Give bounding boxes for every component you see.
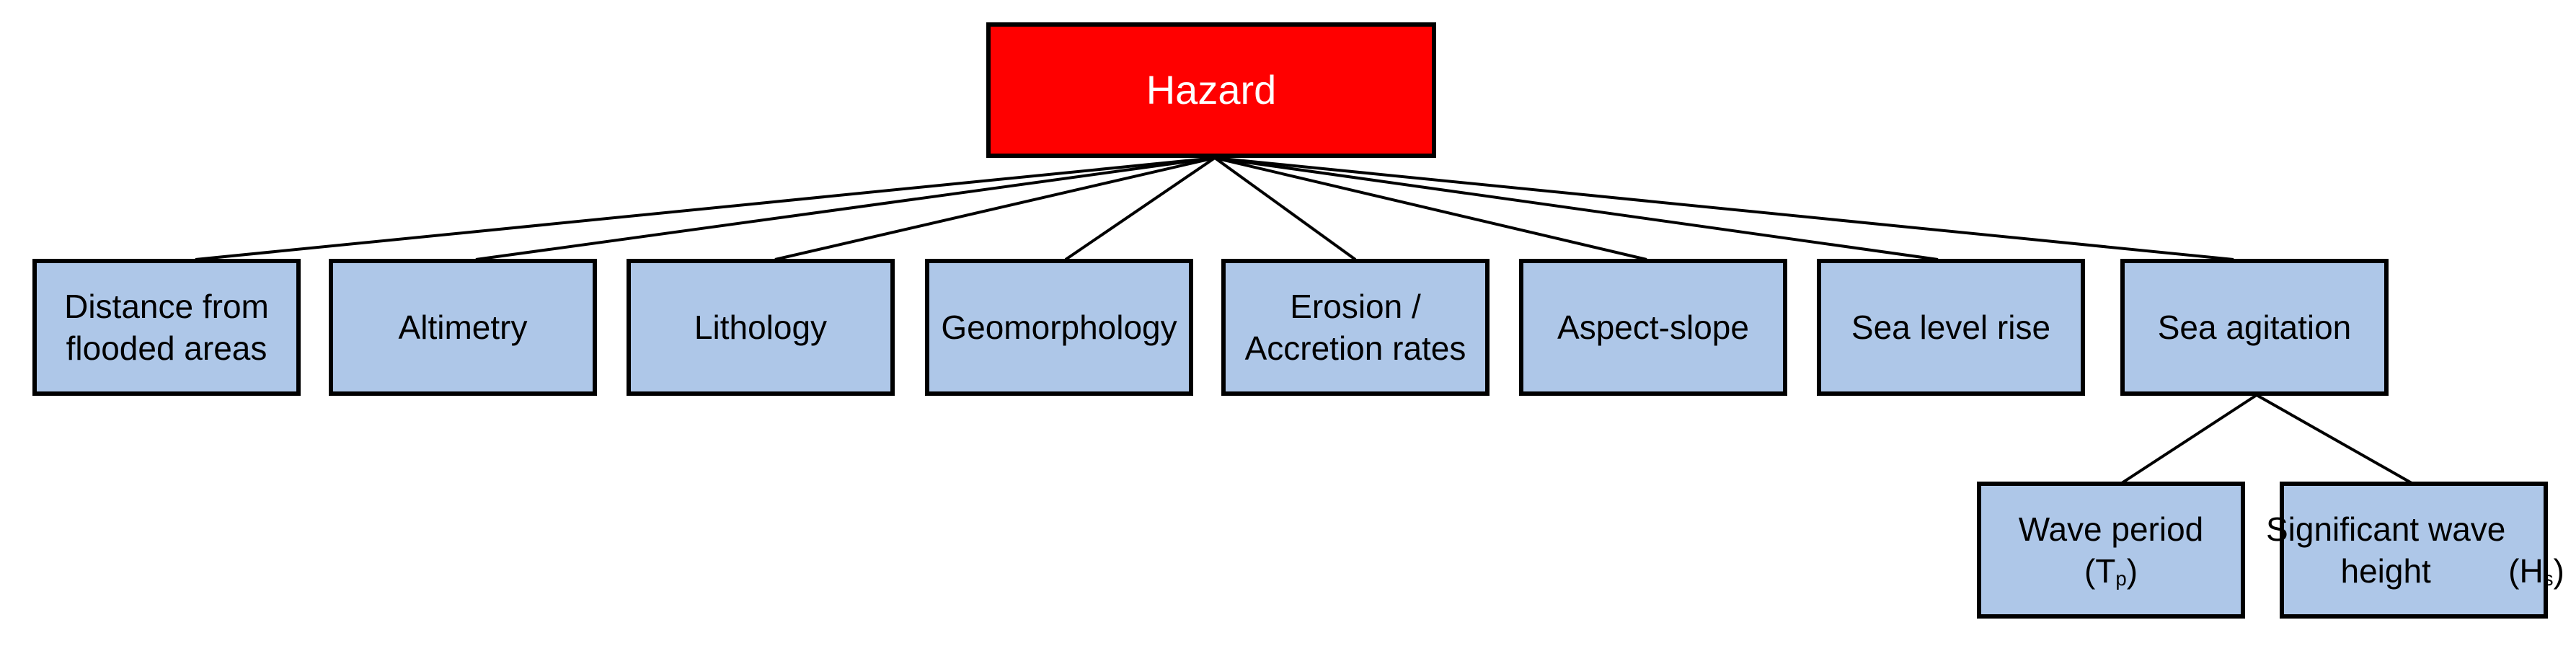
erosion-accretion-rates-label: Erosion / Accretion rates xyxy=(1244,288,1466,367)
connector-hazard-erosion xyxy=(1213,156,1357,261)
aspect-slope-node: Aspect-slope xyxy=(1519,259,1787,396)
aspect-slope-label: Aspect-slope xyxy=(1557,309,1749,346)
wave-period-node: Wave period (Tp) xyxy=(1977,482,2245,619)
significant-wave-height-label: Significant wave height(Hs) xyxy=(2263,508,2564,592)
connector-agitation-wave-period xyxy=(2120,394,2258,484)
geomorphology-label: Geomorphology xyxy=(941,309,1177,346)
significant-wave-height-node: Significant wave height(Hs) xyxy=(2266,482,2564,619)
significant-wave-height-symbol-close: ) xyxy=(2553,552,2564,590)
connector-hazard-lithology xyxy=(774,156,1216,261)
lithology-node: Lithology xyxy=(627,259,895,396)
connector-hazard-aspect-slope xyxy=(1214,156,1647,261)
sea-level-rise-node: Sea level rise xyxy=(1817,259,2085,396)
distance-from-flooded-areas-node: Distance from flooded areas xyxy=(32,259,301,396)
erosion-accretion-rates-node: Erosion / Accretion rates xyxy=(1221,259,1490,396)
wave-period-symbol-open: (T xyxy=(2084,552,2116,590)
wave-period-subscript: p xyxy=(2115,567,2127,590)
wave-period-label: Wave period (Tp) xyxy=(2019,508,2204,592)
connector-hazard-sea-level-rise xyxy=(1214,156,1939,261)
geomorphology-node: Geomorphology xyxy=(925,259,1193,396)
sea-agitation-label: Sea agitation xyxy=(2157,309,2352,346)
hazard-label: Hazard xyxy=(1146,67,1277,112)
hazard-node: Hazard xyxy=(986,22,1436,158)
significant-wave-height-symbol-open: (H xyxy=(2508,552,2544,590)
sea-level-rise-label: Sea level rise xyxy=(1851,309,2051,346)
sea-agitation-node: Sea agitation xyxy=(2120,259,2389,396)
altimetry-node: Altimetry xyxy=(329,259,597,396)
connector-agitation-significant-height xyxy=(2256,394,2412,484)
connector-hazard-distance xyxy=(195,156,1216,261)
significant-wave-height-text: Significant wave height xyxy=(2265,510,2506,590)
connector-hazard-geomorphology xyxy=(1064,156,1216,261)
wave-period-symbol-close: ) xyxy=(2126,552,2138,590)
connector-hazard-sea-agitation xyxy=(1214,156,2234,261)
distance-from-flooded-areas-label: Distance from flooded areas xyxy=(64,288,269,367)
lithology-label: Lithology xyxy=(694,309,828,346)
connector-hazard-altimetry xyxy=(475,156,1216,261)
wave-period-text: Wave period xyxy=(2018,510,2204,548)
significant-wave-height-subscript: s xyxy=(2543,567,2554,590)
altimetry-label: Altimetry xyxy=(398,309,528,346)
